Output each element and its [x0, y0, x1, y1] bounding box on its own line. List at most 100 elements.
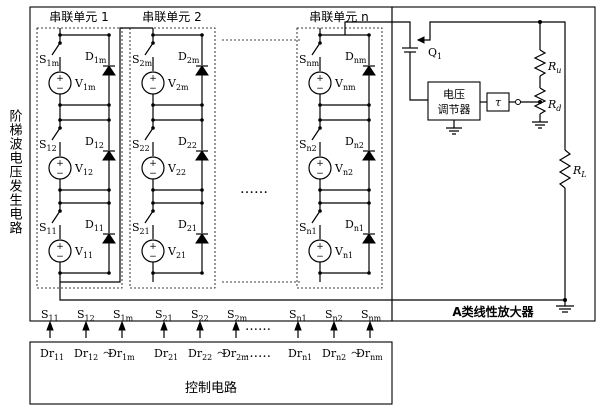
- q1-label: Q1: [428, 46, 442, 61]
- switch-label: S21: [132, 221, 150, 236]
- switch-blade: [144, 42, 154, 56]
- range-tilde: ～: [351, 349, 361, 360]
- switch-blade: [311, 210, 321, 224]
- driver-label: Drnm: [356, 347, 383, 362]
- switch-blade: [311, 127, 321, 141]
- switch-label: Snm: [299, 53, 320, 68]
- amplifier-title: A类线性放大器: [452, 304, 534, 319]
- switch-blade: [51, 42, 61, 56]
- switch-label: S22: [132, 138, 150, 153]
- svg-text:+: +: [316, 242, 324, 252]
- control-ellipsis-bottom: ……: [245, 346, 271, 361]
- switch-blade: [51, 127, 61, 141]
- switch-label: Sn2: [299, 138, 317, 153]
- source-label: V11: [74, 245, 93, 260]
- svg-text:−: −: [316, 169, 324, 179]
- source-label: V1m: [74, 77, 96, 92]
- diode: [362, 65, 376, 76]
- switch-blade: [144, 210, 154, 224]
- driver-label: Drn2: [322, 347, 346, 362]
- source-label: V22: [167, 162, 186, 177]
- diode-label: D2m: [178, 50, 200, 65]
- source-label: V2m: [167, 77, 189, 92]
- resistor-rl: [558, 149, 572, 189]
- switch-signal-label: Snm: [361, 308, 382, 323]
- amplifier: Q1 电压 调节器 τ Ru Rd RL: [402, 20, 587, 313]
- switch-signal-label: Sn2: [325, 308, 343, 323]
- switch-label: Sn1: [299, 221, 317, 236]
- switch-signal-label: S11: [41, 308, 59, 323]
- rl-label: RL: [572, 164, 587, 179]
- driver-label: Dr2m: [222, 347, 249, 362]
- series-units: 串联单元 1S1m+−V1mD1mS12+−V12D12S11+−V11D11串…: [36, 10, 383, 289]
- diode: [195, 65, 209, 76]
- switch-label: S11: [39, 221, 57, 236]
- svg-text:+: +: [56, 159, 64, 169]
- diode: [102, 150, 116, 161]
- cell: Snm +−Vnm Dnm: [299, 33, 376, 107]
- svg-text:−: −: [56, 169, 64, 179]
- switch-signal-label: S21: [155, 308, 173, 323]
- unit-frame: [129, 27, 216, 289]
- resistor-rd: [533, 87, 547, 115]
- regulator-label-2: 调节器: [438, 103, 471, 116]
- diode: [195, 233, 209, 244]
- diode-label: Dn1: [345, 218, 364, 233]
- svg-text:+: +: [56, 74, 64, 84]
- units-ellipsis: ……: [240, 181, 268, 197]
- control-title: 控制电路: [185, 380, 237, 396]
- diode: [362, 150, 376, 161]
- diode-label: Dnm: [345, 50, 367, 65]
- svg-text:−: −: [149, 252, 157, 262]
- diode-label: D12: [85, 135, 104, 150]
- driver-label: Dr22: [188, 347, 212, 362]
- switch-blade: [144, 127, 154, 141]
- diode-label: D1m: [85, 50, 107, 65]
- driver-label: Dr11: [40, 347, 64, 362]
- range-tilde: ～: [217, 349, 227, 360]
- diode-label: Dn2: [345, 135, 364, 150]
- svg-text:−: −: [316, 84, 324, 94]
- resistor-ru: [533, 49, 547, 77]
- range-tilde: ～: [103, 349, 113, 360]
- unit-frame: [296, 27, 383, 289]
- unit-title: 串联单元 n: [309, 10, 368, 24]
- svg-text:+: +: [149, 159, 157, 169]
- svg-text:+: +: [149, 242, 157, 252]
- diode-label: D21: [178, 218, 197, 233]
- svg-text:+: +: [149, 74, 157, 84]
- control-circuit-frame: [29, 341, 393, 405]
- switch-signal-label: Sn1: [289, 308, 307, 323]
- ru-label: Ru: [547, 60, 561, 75]
- driver-label: Dr1m: [108, 347, 135, 362]
- svg-text:+: +: [316, 74, 324, 84]
- svg-text:−: −: [316, 252, 324, 262]
- svg-text:−: −: [149, 169, 157, 179]
- switch-signal-label: S2m: [227, 308, 248, 323]
- output-line: [344, 21, 411, 40]
- inter-unit-link: [60, 27, 153, 283]
- return-line: [59, 282, 565, 301]
- source-label: Vnm: [334, 77, 356, 92]
- diode: [362, 233, 376, 244]
- switch-signal-label: S12: [77, 308, 95, 323]
- driver-label: Drn1: [288, 347, 312, 362]
- control-ellipsis-top: ……: [245, 319, 271, 334]
- generator-title: 阶梯波电压发生电路: [7, 109, 23, 235]
- diode: [195, 150, 209, 161]
- source-label: V12: [74, 162, 93, 177]
- switch-signal-label: S22: [191, 308, 209, 323]
- svg-text:−: −: [56, 84, 64, 94]
